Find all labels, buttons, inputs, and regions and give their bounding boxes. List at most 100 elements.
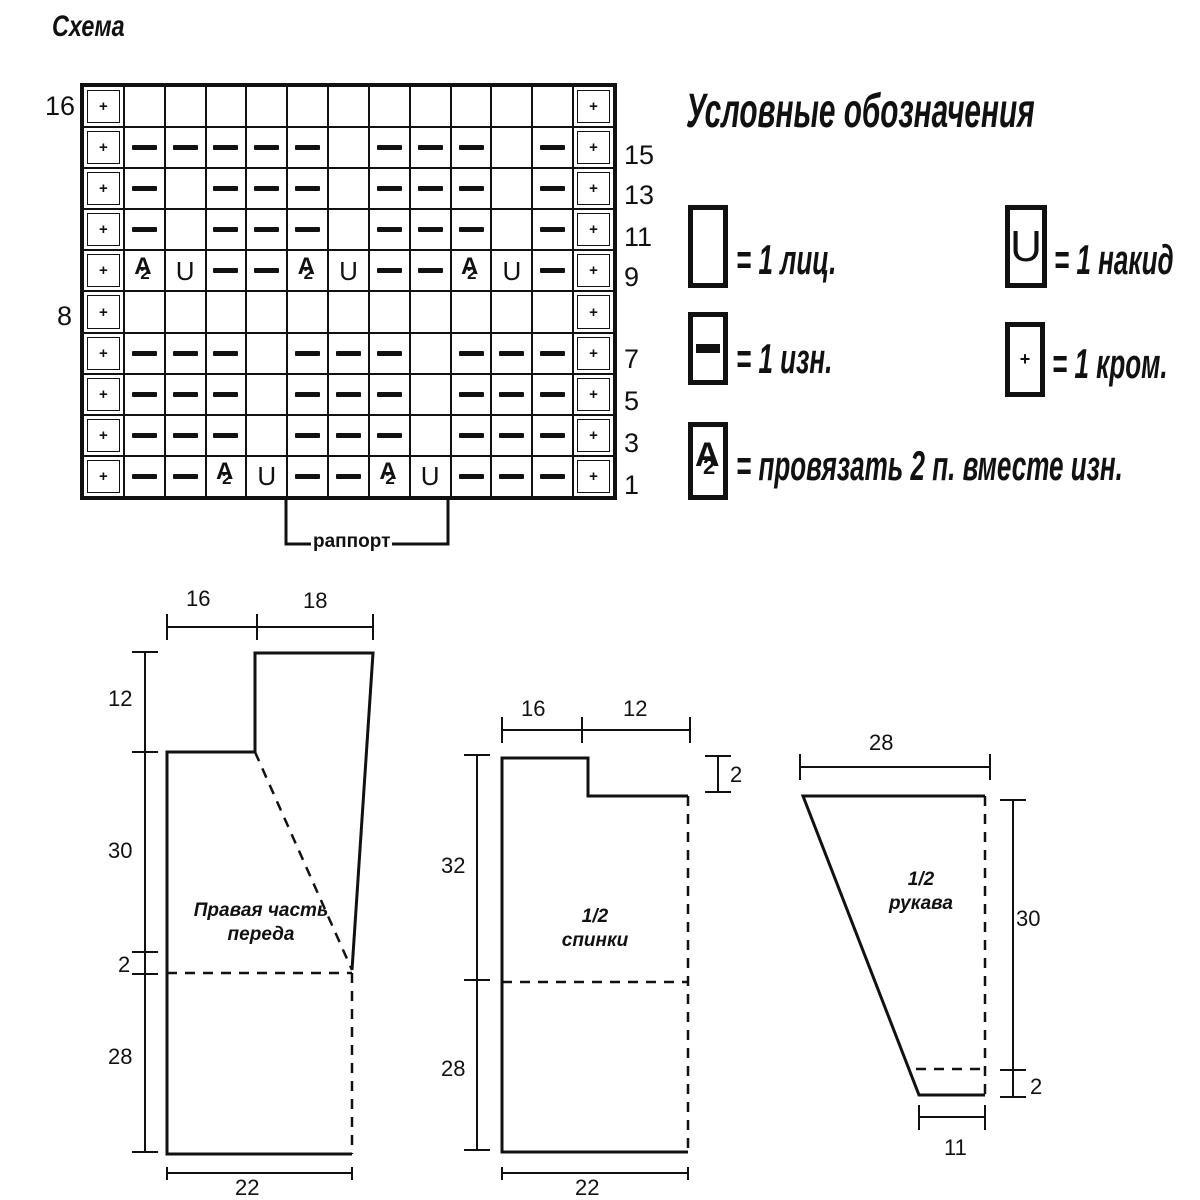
back-piece-label: 1/2 спинки: [561, 906, 629, 951]
yarn-over-cell: U: [409, 455, 451, 497]
row-number-13: 13: [624, 180, 655, 210]
knit-cell: [328, 168, 369, 210]
front-dim-bottom: 22: [235, 1175, 260, 1200]
front-dim-left-12: 12: [108, 686, 133, 711]
purl-dash-icon: [213, 186, 239, 192]
edge-stitch-cell: +: [573, 291, 614, 333]
edge-stitch-cell: +: [83, 86, 124, 128]
purl-cell: [450, 127, 492, 169]
purl-dash-icon: [417, 227, 443, 233]
edge-stitch-cell: +: [573, 373, 614, 415]
purl-cell: [368, 209, 410, 251]
purl-dash-icon: [458, 145, 484, 151]
edge-plus-icon: +: [99, 344, 108, 362]
edge-stitch-cell: +: [83, 168, 124, 210]
edge-stitch-cell: +: [83, 455, 124, 497]
purl-dash-icon: [131, 186, 157, 192]
purl-dash-icon: [295, 186, 321, 192]
purl-cell: [409, 209, 451, 251]
purl-dash-icon: [458, 350, 484, 356]
purl-cell: [491, 455, 533, 497]
purl-cell: [328, 414, 369, 456]
knit-cell: [532, 86, 574, 128]
purl-cell: [287, 373, 329, 415]
purl-dash-icon: [172, 432, 198, 438]
purl-dash-icon: [499, 391, 525, 397]
edge-stitch-cell: +: [573, 209, 614, 251]
purl-dash-glyph: [696, 344, 720, 353]
purl-cell: [164, 455, 206, 497]
purl-cell: [205, 209, 247, 251]
purl-cell: [123, 373, 165, 415]
purl-dash-icon: [458, 473, 484, 479]
purl-dash-icon: [376, 227, 402, 233]
edge-stitch-cell: +: [83, 373, 124, 415]
purl-dash-icon: [540, 473, 566, 479]
purl-dash-icon: [295, 473, 321, 479]
purl-cell: [450, 373, 492, 415]
purl-cell: [328, 332, 369, 374]
k2tog-two-glyph: 2: [703, 454, 716, 479]
edge-plus-icon: +: [99, 467, 108, 485]
purl-cell: [450, 332, 492, 374]
purl-cell: [409, 168, 451, 210]
knit-cell: [409, 373, 451, 415]
back-outline: [500, 756, 688, 1154]
knit-cell: [205, 291, 247, 333]
edge-stitch-cell: +: [573, 455, 614, 497]
purl-cell: [450, 414, 492, 456]
purl-cell: [164, 414, 206, 456]
edge-plus-icon: +: [99, 221, 108, 239]
knit-cell: [491, 86, 533, 128]
purl-dash-icon: [540, 145, 566, 151]
purl-dash-icon: [254, 145, 280, 151]
purl-dash-icon: [335, 391, 361, 397]
purl-dash-icon: [540, 186, 566, 192]
knit-cell: [123, 86, 165, 128]
back-right-dim-line: [705, 755, 731, 793]
purl-cell: [164, 373, 206, 415]
edge-stitch-cell: +: [573, 168, 614, 210]
purl-cell: [409, 250, 451, 292]
purl-dash-icon: [458, 227, 484, 233]
purl-dash-icon: [295, 227, 321, 233]
purl-cell: [450, 168, 492, 210]
purl-dash-icon: [499, 473, 525, 479]
back-dim-right-2: 2: [730, 762, 743, 787]
purl-dash-icon: [254, 227, 280, 233]
sleeve-dim-bottom: 11: [944, 1135, 967, 1160]
purl-dash-icon: [376, 186, 402, 192]
purl-cell: [123, 127, 165, 169]
purl-dash-icon: [335, 350, 361, 356]
purl-cell: [287, 414, 329, 456]
purl-dash-icon: [499, 432, 525, 438]
knit-cell: [409, 291, 451, 333]
purl-dash-icon: [417, 145, 443, 151]
edge-stitch-cell: +: [573, 332, 614, 374]
rapport-label: раппорт: [311, 531, 393, 553]
purl-dash-icon: [172, 350, 198, 356]
knit-cell: [409, 332, 451, 374]
back-dim-bottom: 22: [575, 1175, 600, 1200]
purl-cell: [164, 332, 206, 374]
yarn-over-icon: U: [257, 461, 277, 492]
purl-cell: [532, 209, 574, 251]
purl-symbol-icon: [688, 312, 728, 385]
purl-cell: [246, 250, 288, 292]
purl-cell: [532, 455, 574, 497]
purl-dash-icon: [458, 391, 484, 397]
yarn-over-symbol-icon: U: [1005, 205, 1047, 288]
row-number-16: 16: [45, 91, 76, 121]
edge-stitch-cell: +: [83, 209, 124, 251]
row-number-8: 8: [57, 301, 73, 331]
knit-cell: [164, 168, 206, 210]
knit-cell: [123, 291, 165, 333]
purl-cell: [287, 332, 329, 374]
edge-plus-icon: +: [589, 344, 598, 362]
purl-dash-icon: [295, 350, 321, 356]
purl-dash-icon: [417, 186, 443, 192]
